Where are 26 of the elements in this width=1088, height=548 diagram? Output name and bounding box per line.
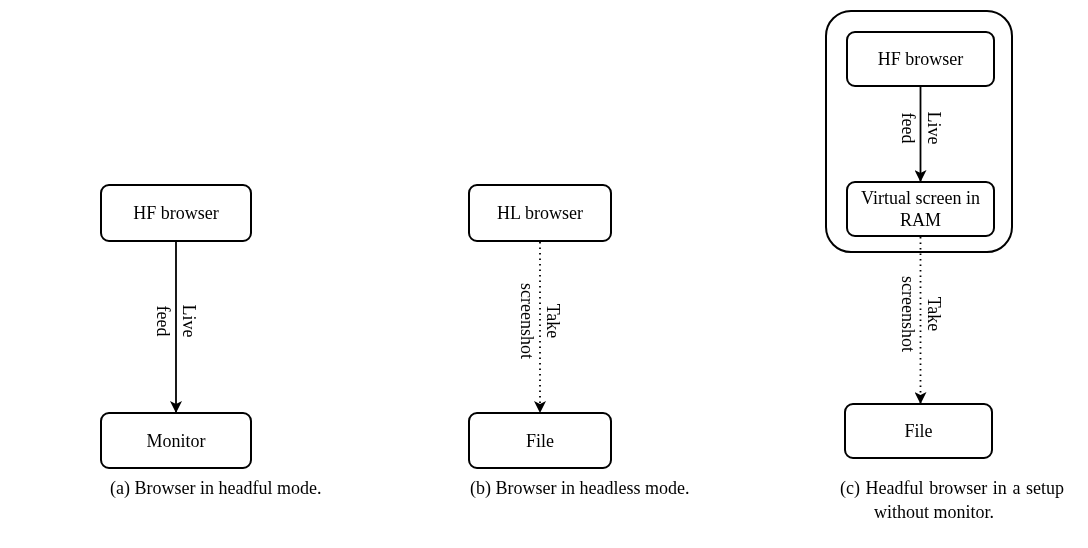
node-label: HF browser bbox=[877, 48, 964, 70]
node-label: File bbox=[904, 420, 933, 442]
edge-label: Live feed bbox=[896, 111, 945, 145]
dotted-arrow bbox=[534, 241, 546, 413]
edge-label: Take screenshot bbox=[896, 276, 945, 352]
edge-label: Take screenshot bbox=[516, 283, 564, 359]
process-box bbox=[468, 412, 612, 469]
node-label: Virtual screen in RAM bbox=[860, 187, 981, 231]
subfigure-caption: (a) Browser in headful mode. bbox=[110, 477, 323, 500]
dotted-arrow bbox=[914, 236, 927, 404]
group-box bbox=[825, 10, 1013, 253]
node-label: File bbox=[526, 429, 554, 452]
subfigure-caption: (c) Headful browser in a setup without monitor. bbox=[840, 477, 1064, 524]
arrow bbox=[170, 241, 182, 413]
process-box bbox=[846, 181, 995, 237]
node-label: HL browser bbox=[497, 202, 583, 224]
arrow bbox=[914, 86, 927, 182]
edge-label: Live feed bbox=[152, 304, 200, 338]
process-box bbox=[100, 412, 252, 469]
process-box bbox=[846, 31, 995, 87]
process-box bbox=[468, 184, 612, 242]
node-label: Monitor bbox=[146, 429, 206, 452]
process-box bbox=[844, 403, 993, 459]
subfigure-caption: (b) Browser in headless mode. bbox=[470, 477, 691, 500]
node-label: HF browser bbox=[133, 202, 219, 224]
process-box bbox=[100, 184, 252, 242]
